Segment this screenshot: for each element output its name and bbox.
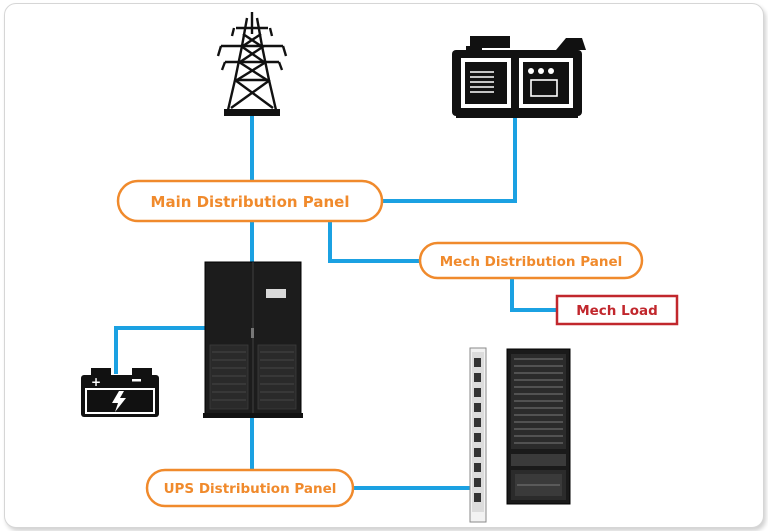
- mech-load-label: Mech Load: [576, 303, 658, 319]
- svg-text:+: +: [91, 375, 101, 389]
- ups-cabinet: [203, 261, 303, 418]
- connection-wires: [114, 116, 559, 490]
- wire-ups-to-battery: [114, 326, 207, 374]
- generator-icon: [452, 36, 586, 118]
- main-distribution-panel: Main Distribution Panel: [116, 179, 384, 223]
- wire-mech-panel-to-load: [510, 276, 559, 312]
- rack-pdu-strip: [469, 347, 487, 523]
- main-panel-label: Main Distribution Panel: [151, 193, 350, 211]
- transmission-tower-icon: [216, 12, 288, 116]
- mech-panel-label: Mech Distribution Panel: [440, 254, 623, 270]
- wire-generator-to-main: [381, 116, 517, 203]
- mech-distribution-panel: Mech Distribution Panel: [418, 241, 644, 280]
- server-rack-icon: [506, 348, 571, 505]
- ups-distribution-panel: UPS Distribution Panel: [145, 468, 355, 508]
- ups-panel-label: UPS Distribution Panel: [164, 481, 337, 497]
- battery-icon: +: [81, 368, 159, 417]
- wire-main-to-mech-panel: [328, 220, 422, 263]
- mech-load-box: Mech Load: [555, 294, 679, 326]
